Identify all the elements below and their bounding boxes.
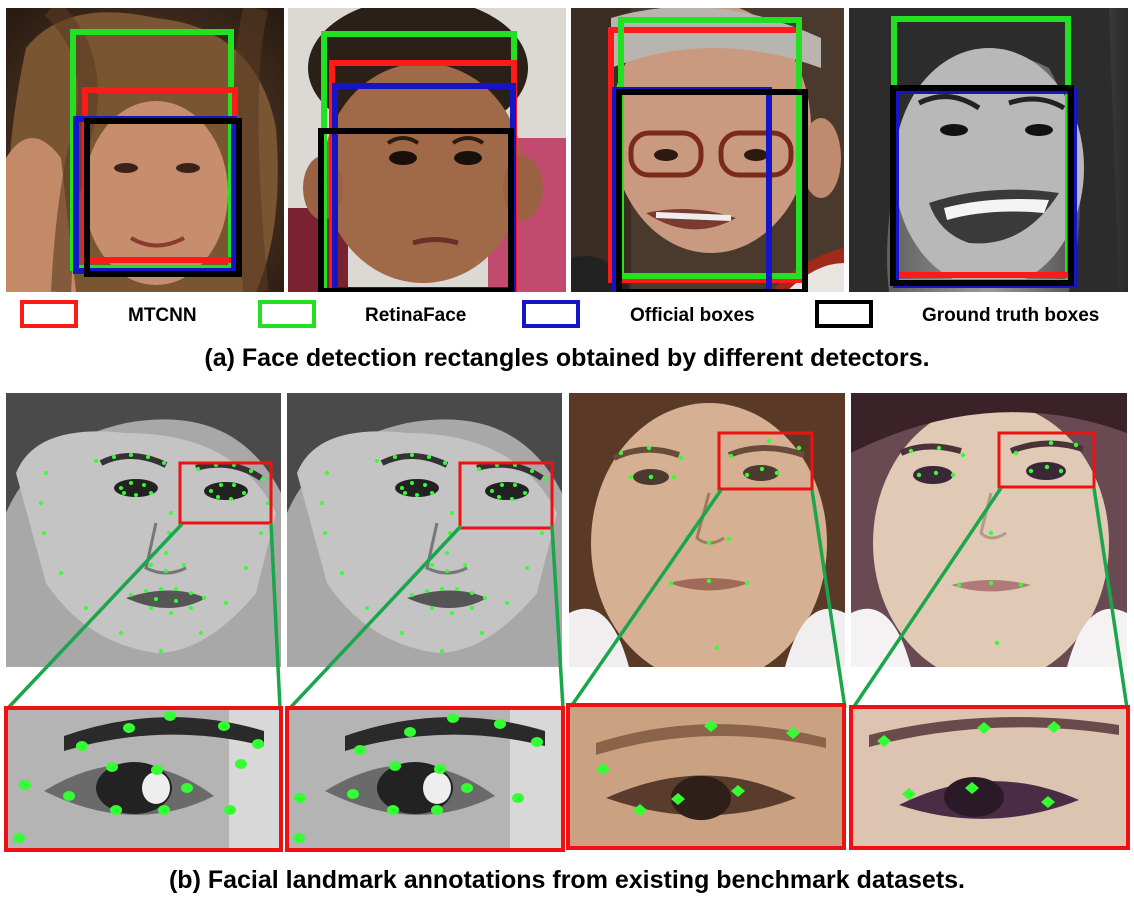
ground-truth-box: [318, 128, 514, 292]
zoom-region: [997, 431, 1096, 489]
caption-a: (a) Face detection rectangles obtained b…: [204, 344, 930, 372]
eye-zoom-panel-1: [4, 706, 283, 852]
eye-zoom-panel-3: [566, 703, 846, 850]
face-detection-panel-1: [6, 8, 284, 292]
zoom-region: [178, 461, 273, 525]
eye-zoom-panel-2: [285, 706, 565, 852]
legend-swatch-official: [522, 300, 580, 328]
legend-label-ground-truth: Ground truth boxes: [922, 305, 1100, 326]
ground-truth-box: [890, 85, 1074, 286]
legend-swatch-ground-truth: [815, 300, 873, 328]
face-detection-panel-2: [288, 8, 566, 292]
landmark-panel-2: [287, 393, 562, 667]
legend-label-official: Official boxes: [630, 305, 755, 326]
legend-swatch-retinaface: [258, 300, 316, 328]
legend-label-mtcnn: MTCNN: [128, 305, 197, 326]
face-detection-panel-3: [571, 8, 844, 292]
face-detection-panel-4: [849, 8, 1128, 292]
ground-truth-box: [84, 118, 242, 277]
legend-label-retinaface: RetinaFace: [365, 305, 467, 326]
ground-truth-box: [616, 89, 808, 292]
landmark-panel-4: [851, 393, 1127, 667]
zoom-region: [458, 461, 554, 530]
landmark-panel-1: [6, 393, 281, 667]
detection-boxes: [70, 29, 242, 277]
zoom-region: [717, 431, 814, 491]
eye-zoom-panel-4: [849, 705, 1130, 850]
landmark-panel-3: [569, 393, 845, 667]
caption-b: (b) Facial landmark annotations from exi…: [168, 866, 966, 894]
legend-swatch-mtcnn: [20, 300, 78, 328]
